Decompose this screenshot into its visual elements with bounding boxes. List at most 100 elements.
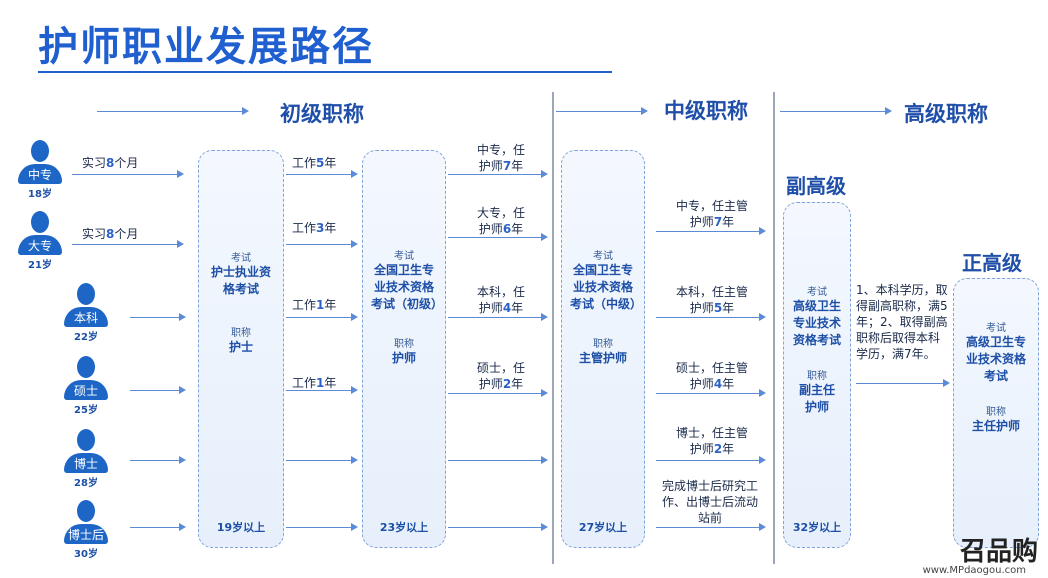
stage-age: 19岁以上 (216, 521, 266, 534)
flow-arrow (72, 240, 184, 248)
work-num: 5 (316, 156, 325, 170)
req-line1: 博士，任主管 (675, 426, 748, 440)
work-text: 工作 (292, 376, 317, 390)
work-label: 工作3年 (292, 220, 336, 236)
exam-name: 全国卫生专业技术资格考试（初级） (371, 263, 444, 311)
work-label: 工作5年 (292, 155, 336, 171)
req-unit: 年 (722, 301, 735, 315)
flow-arrow (856, 379, 950, 387)
person-head-icon (31, 211, 49, 233)
flow-arrow (448, 170, 548, 178)
section-middle: 中级职称 (664, 99, 748, 123)
sub-head-full: 正高级 (962, 251, 1022, 275)
req-num: 7 (713, 215, 723, 229)
page-title: 护师职业发展路径 (38, 24, 374, 70)
work-num: 3 (316, 221, 325, 235)
person-age: 18岁 (28, 189, 52, 200)
flow-arrow (286, 240, 358, 248)
intern-num: 8 (106, 156, 115, 170)
intern-text: 实习 (82, 227, 107, 241)
req-line1: 本科，任主管 (675, 285, 748, 299)
flow-arrow (130, 523, 186, 531)
flow-arrow (130, 386, 186, 394)
section-arrow (97, 107, 249, 115)
exam-name: 高级卫生专业技术资格考试 (792, 299, 841, 347)
intern-label: 实习8个月 (82, 155, 138, 171)
work-unit: 年 (324, 376, 337, 390)
work-unit: 年 (324, 156, 337, 170)
flow-arrow (656, 227, 766, 235)
req-unit: 年 (511, 301, 524, 315)
person-label: 博士 (64, 453, 108, 473)
req-text: 护师 (689, 442, 714, 456)
flow-arrow (656, 456, 766, 464)
exam-name: 全国卫生专业技术资格考试（中级） (570, 263, 643, 311)
req-line1: 中专，任主管 (675, 199, 748, 213)
exam-caption: 考试 (807, 287, 827, 298)
req-unit: 年 (511, 377, 524, 391)
req-text: 护师 (689, 301, 714, 315)
req-text: 护师 (478, 222, 503, 236)
flow-arrow (286, 170, 358, 178)
sub-head-deputy: 副高级 (786, 174, 846, 198)
work-unit: 年 (324, 221, 337, 235)
req-line1: 中专，任 (476, 143, 525, 157)
postdoc-note: 完成博士后研究工作、出博士后流动站前 (661, 479, 758, 525)
person-label: 博士后 (64, 524, 108, 544)
req-line1: 本科，任 (476, 285, 525, 299)
stage-nurse: 考试 护士执业资格考试 职称 护士 19岁以上 (198, 150, 284, 548)
person-label: 中专 (18, 164, 62, 184)
flow-arrow (656, 313, 766, 321)
intern-unit: 个月 (114, 227, 139, 241)
req-num: 7 (502, 159, 512, 173)
person-label: 本科 (64, 307, 108, 327)
supervisor-req-label: 中专，任主管护师7年 (662, 198, 762, 230)
title-name: 护师 (391, 351, 416, 365)
req-num: 2 (502, 377, 512, 391)
title-caption: 职称 (593, 339, 613, 350)
req-text: 护师 (478, 159, 503, 173)
req-unit: 年 (511, 222, 524, 236)
work-text: 工作 (292, 298, 317, 312)
work-label: 工作1年 (292, 375, 336, 391)
req-unit: 年 (722, 377, 735, 391)
supervisor-req-label: 本科，任主管护师5年 (662, 284, 762, 316)
section-arrow (556, 107, 648, 115)
flow-arrow (72, 170, 184, 178)
req-text: 护师 (478, 377, 503, 391)
person-head-icon (31, 140, 49, 162)
work-unit: 年 (324, 298, 337, 312)
req-num: 6 (502, 222, 512, 236)
work-num: 1 (316, 376, 325, 390)
req-line1: 大专，任 (476, 206, 525, 220)
stage-supervisor-nurse: 考试 全国卫生专业技术资格考试（中级） 职称 主管护师 27岁以上 (561, 150, 645, 548)
section-arrow (780, 107, 892, 115)
exam-name: 高级卫生专业技术资格考试 (965, 335, 1026, 383)
stage-deputy-chief-nurse: 考试 高级卫生专业技术资格考试 职称 副主任护师 32岁以上 (783, 202, 851, 548)
title-caption: 职称 (807, 371, 827, 382)
exam-caption: 考试 (986, 323, 1006, 334)
person-age: 28岁 (74, 478, 98, 489)
req-num: 5 (713, 301, 723, 315)
flow-arrow (448, 233, 548, 241)
person-head-icon (77, 356, 95, 378)
exam-caption: 考试 (394, 251, 414, 262)
watermark-logo: 召品购 (959, 537, 1038, 567)
req-text: 护师 (689, 215, 714, 229)
person-label: 硕士 (64, 380, 108, 400)
supervisor-req-label: 博士，任主管护师2年 (662, 425, 762, 457)
nurse-req-label: 本科，任护师4年 (466, 284, 536, 316)
exam-caption: 考试 (593, 251, 613, 262)
work-num: 1 (316, 298, 325, 312)
req-line1: 硕士，任 (476, 361, 525, 375)
supervisor-req-label: 硕士，任主管护师4年 (662, 360, 762, 392)
intern-text: 实习 (82, 156, 107, 170)
intern-unit: 个月 (114, 156, 139, 170)
req-num: 2 (713, 442, 723, 456)
person-label: 大专 (18, 235, 62, 255)
person-icon-boshihou: 博士后 30岁 (62, 500, 110, 560)
flow-arrow (286, 456, 358, 464)
person-age: 30岁 (74, 549, 98, 560)
work-text: 工作 (292, 221, 317, 235)
nurse-req-label: 大专，任护师6年 (466, 205, 536, 237)
